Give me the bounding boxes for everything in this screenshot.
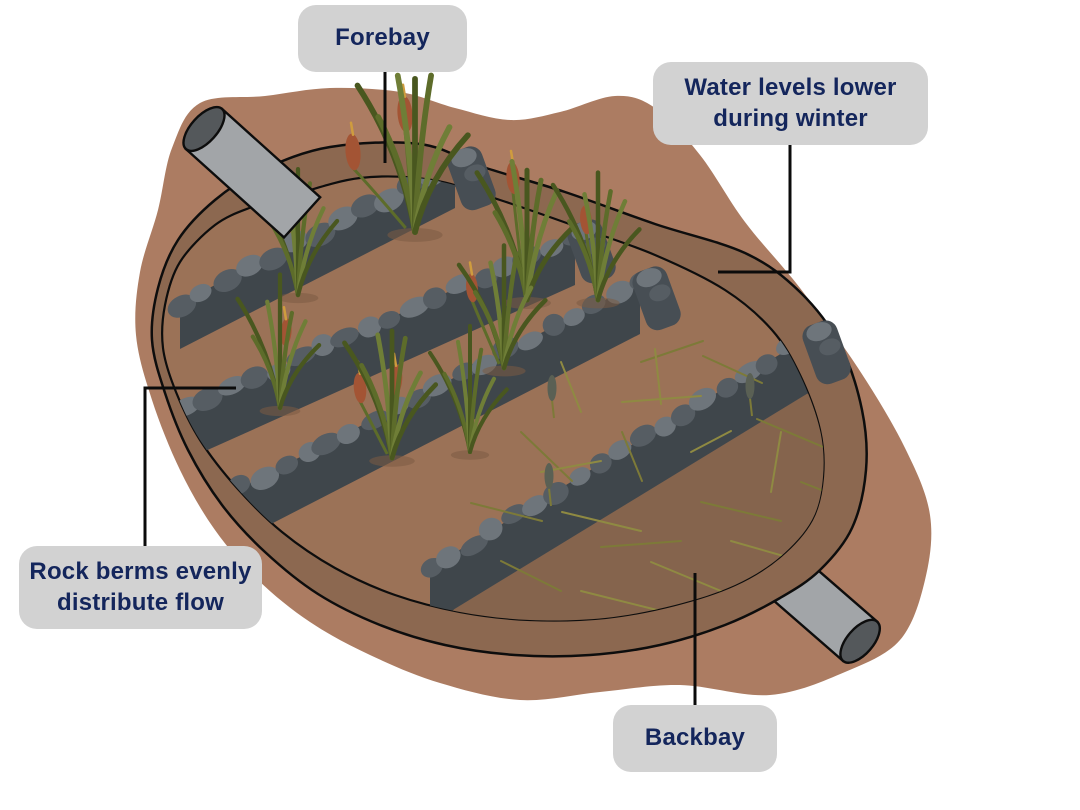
connector-lines [143, 72, 792, 705]
rock-berm [167, 176, 455, 349]
label-forebay-text: Forebay [335, 24, 430, 52]
cattail-clump [428, 323, 509, 460]
dried-reeds [470, 340, 824, 621]
cattail-clump [456, 243, 548, 377]
label-water-levels-text: Water levels lower during winter [684, 73, 897, 132]
connector-line [143, 386, 236, 546]
label-water-levels: Water levels lower during winter [653, 62, 928, 145]
cattail-catkin [345, 133, 361, 171]
rock-berm [420, 324, 823, 621]
berm-end-block [802, 320, 851, 385]
cattail-clump [342, 328, 439, 467]
label-rock-berms-text: Rock berms evenly distribute flow [29, 557, 252, 616]
label-backbay-text: Backbay [644, 724, 746, 752]
label-rock-berms: Rock berms evenly distribute flow [19, 546, 262, 629]
cattail-clump [474, 149, 576, 309]
cattail-clump [550, 170, 642, 309]
berm-end-block [632, 266, 681, 331]
pond-interior [162, 176, 824, 621]
label-backbay: Backbay [613, 705, 777, 772]
cattail-catkin [353, 372, 367, 404]
inlet-pipe [182, 105, 322, 240]
dried-catkin [547, 375, 557, 419]
cattail-clump [235, 272, 322, 417]
cattail-clump [345, 72, 471, 242]
connector-line [718, 145, 792, 274]
label-forebay: Forebay [298, 5, 467, 72]
dried-catkin [745, 373, 755, 417]
dried-catkin [544, 463, 554, 507]
